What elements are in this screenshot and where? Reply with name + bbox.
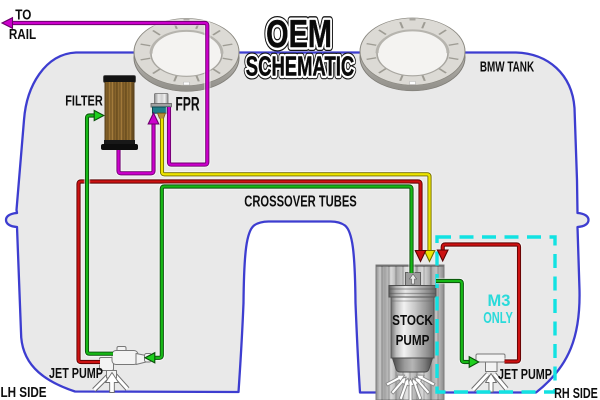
svg-text:FILTER: FILTER [65, 92, 103, 109]
svg-text:CROSSOVER TUBES: CROSSOVER TUBES [244, 191, 357, 210]
svg-text:SCHEMATIC: SCHEMATIC [246, 52, 354, 83]
svg-text:SCHEMATIC: SCHEMATIC [246, 52, 354, 83]
svg-text:JET PUMP: JET PUMP [498, 365, 552, 382]
svg-text:ONLY: ONLY [483, 309, 513, 326]
svg-text:TO: TO [15, 6, 31, 23]
svg-text:LH SIDE: LH SIDE [0, 384, 46, 400]
svg-text:STOCK: STOCK [392, 312, 433, 329]
svg-text:JET PUMP: JET PUMP [49, 364, 103, 381]
svg-text:RH SIDE: RH SIDE [554, 384, 598, 400]
svg-text:RAIL: RAIL [9, 25, 36, 42]
svg-text:OEM: OEM [266, 13, 332, 56]
svg-text:OEM: OEM [266, 13, 332, 56]
svg-text:OEM: OEM [266, 13, 332, 56]
svg-text:BMW TANK: BMW TANK [480, 59, 535, 76]
svg-text:M3: M3 [488, 292, 511, 310]
svg-text:SCHEMATIC: SCHEMATIC [246, 52, 354, 83]
svg-text:PUMP: PUMP [396, 332, 430, 349]
svg-text:FPR: FPR [175, 95, 200, 115]
